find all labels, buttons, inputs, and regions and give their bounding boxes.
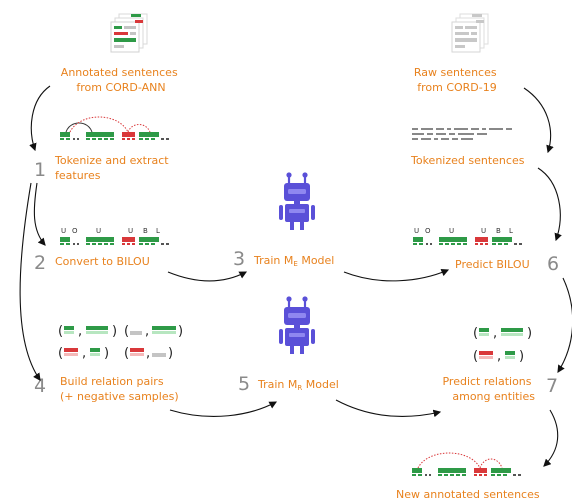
step-3-number: 3: [233, 248, 245, 270]
comma: ,: [145, 324, 149, 339]
label-raw-line2: from CORD-19: [417, 81, 497, 94]
step-4-number: 4: [34, 375, 46, 397]
relation-pairs-left: ( , ) ( , ) ( , ) ( , ): [58, 324, 183, 361]
paren-close: ): [168, 346, 173, 361]
bilou-tag-u3: U: [128, 227, 133, 235]
train-me-text: Train M: [253, 254, 293, 267]
bilou-tag-b: B: [496, 227, 501, 235]
bilou-tag-b: B: [143, 227, 148, 235]
bilou-tag-l: L: [156, 227, 160, 235]
label-tokenize-line2: features: [55, 169, 101, 182]
train-me-tail: Model: [298, 254, 335, 267]
bilou-tag-u3: U: [481, 227, 486, 235]
arrow-raw-to-tokenized: [523, 87, 554, 154]
comma: ,: [497, 349, 501, 364]
label-raw-line1: Raw sentences: [414, 66, 497, 79]
step-5-number: 5: [238, 373, 250, 395]
arrow-tokenized-to-6: [537, 167, 562, 242]
bilou-tag-u2: U: [449, 227, 454, 235]
paren-open: (: [124, 346, 129, 361]
arrow-7-to-new: [543, 409, 559, 467]
paren-close: ): [527, 326, 532, 341]
paren-close: ): [178, 324, 183, 339]
label-predict-bilou: Predict BILOU: [455, 258, 530, 271]
arrow-1-to-4: [19, 182, 41, 381]
bilou-tag-u1: U: [414, 227, 419, 235]
paren-close: ): [104, 346, 109, 361]
label-predict-relations-line2: among entities: [452, 390, 535, 403]
paren-open: (: [58, 324, 63, 339]
step-2-number: 2: [34, 252, 46, 274]
train-me-sub: E: [293, 260, 297, 268]
arrow-6-to-7: [557, 277, 572, 373]
label-train-mr: Train MR Model: [257, 378, 339, 392]
arrow-annotated-to-1: [29, 85, 51, 152]
comma: ,: [493, 326, 497, 341]
robot-icon-relation-model: [277, 295, 317, 356]
arrow-3-to-6: [343, 269, 450, 282]
train-mr-text: Train M: [257, 378, 297, 391]
predicted-bilou-row: U O U U B L: [413, 227, 522, 245]
bilou-token-row: U O U U B L: [60, 227, 169, 245]
raw-docs-icon: [451, 13, 489, 53]
paren-close: ): [112, 324, 117, 339]
label-predict-relations: Predict relations among entities: [442, 375, 535, 403]
robot-icon-entity-model: [277, 171, 317, 232]
paren-close: ): [519, 349, 524, 364]
label-raw: Raw sentences from CORD-19: [414, 66, 500, 94]
flow-arrows: [19, 85, 572, 467]
bilou-tag-u2: U: [96, 227, 101, 235]
arrow-2-to-3: [167, 271, 248, 282]
step-1-number: 1: [34, 159, 46, 181]
label-annotated-line2: from CORD-ANN: [76, 81, 165, 94]
step-7-number: 7: [546, 375, 558, 397]
arrow-1-to-2: [33, 182, 46, 246]
comma: ,: [146, 346, 150, 361]
paren-open: (: [58, 346, 63, 361]
label-train-me: Train ME Model: [253, 254, 334, 268]
label-build-line2: (+ negative samples): [60, 390, 179, 403]
bilou-tag-o: O: [72, 227, 78, 235]
label-tokenized: Tokenized sentences: [410, 154, 525, 167]
label-new-annotated: New annotated sentences: [396, 488, 540, 501]
label-annotated-line1: Annotated sentences: [61, 66, 178, 79]
comma: ,: [82, 346, 86, 361]
annotated-docs-icon: [110, 13, 148, 53]
relation-pairs-right: ( , ) ( , ): [473, 326, 532, 364]
label-annotated: Annotated sentences from CORD-ANN: [61, 66, 181, 94]
label-predict-relations-line1: Predict relations: [442, 375, 531, 388]
comma: ,: [78, 324, 82, 339]
bilou-tag-o: O: [425, 227, 431, 235]
step-6-number: 6: [547, 253, 559, 275]
label-tokenize: Tokenize and extract features: [54, 154, 172, 182]
paren-open: (: [473, 349, 478, 364]
annotated-token-row: [60, 116, 169, 140]
new-annotated-token-row: [412, 452, 521, 476]
train-mr-sub: R: [297, 384, 302, 392]
paren-open: (: [473, 326, 478, 341]
label-build-line1: Build relation pairs: [60, 375, 164, 388]
paren-open: (: [124, 324, 129, 339]
bilou-tag-l: L: [509, 227, 513, 235]
label-tokenize-line1: Tokenize and extract: [54, 154, 169, 167]
gray-token-text: [412, 128, 512, 140]
arrow-5-to-7: [335, 399, 442, 418]
arrow-4-to-5: [169, 401, 278, 417]
train-mr-tail: Model: [302, 378, 339, 391]
label-build: Build relation pairs (+ negative samples…: [60, 375, 179, 403]
label-convert: Convert to BILOU: [55, 255, 150, 268]
bilou-tag-u1: U: [61, 227, 66, 235]
